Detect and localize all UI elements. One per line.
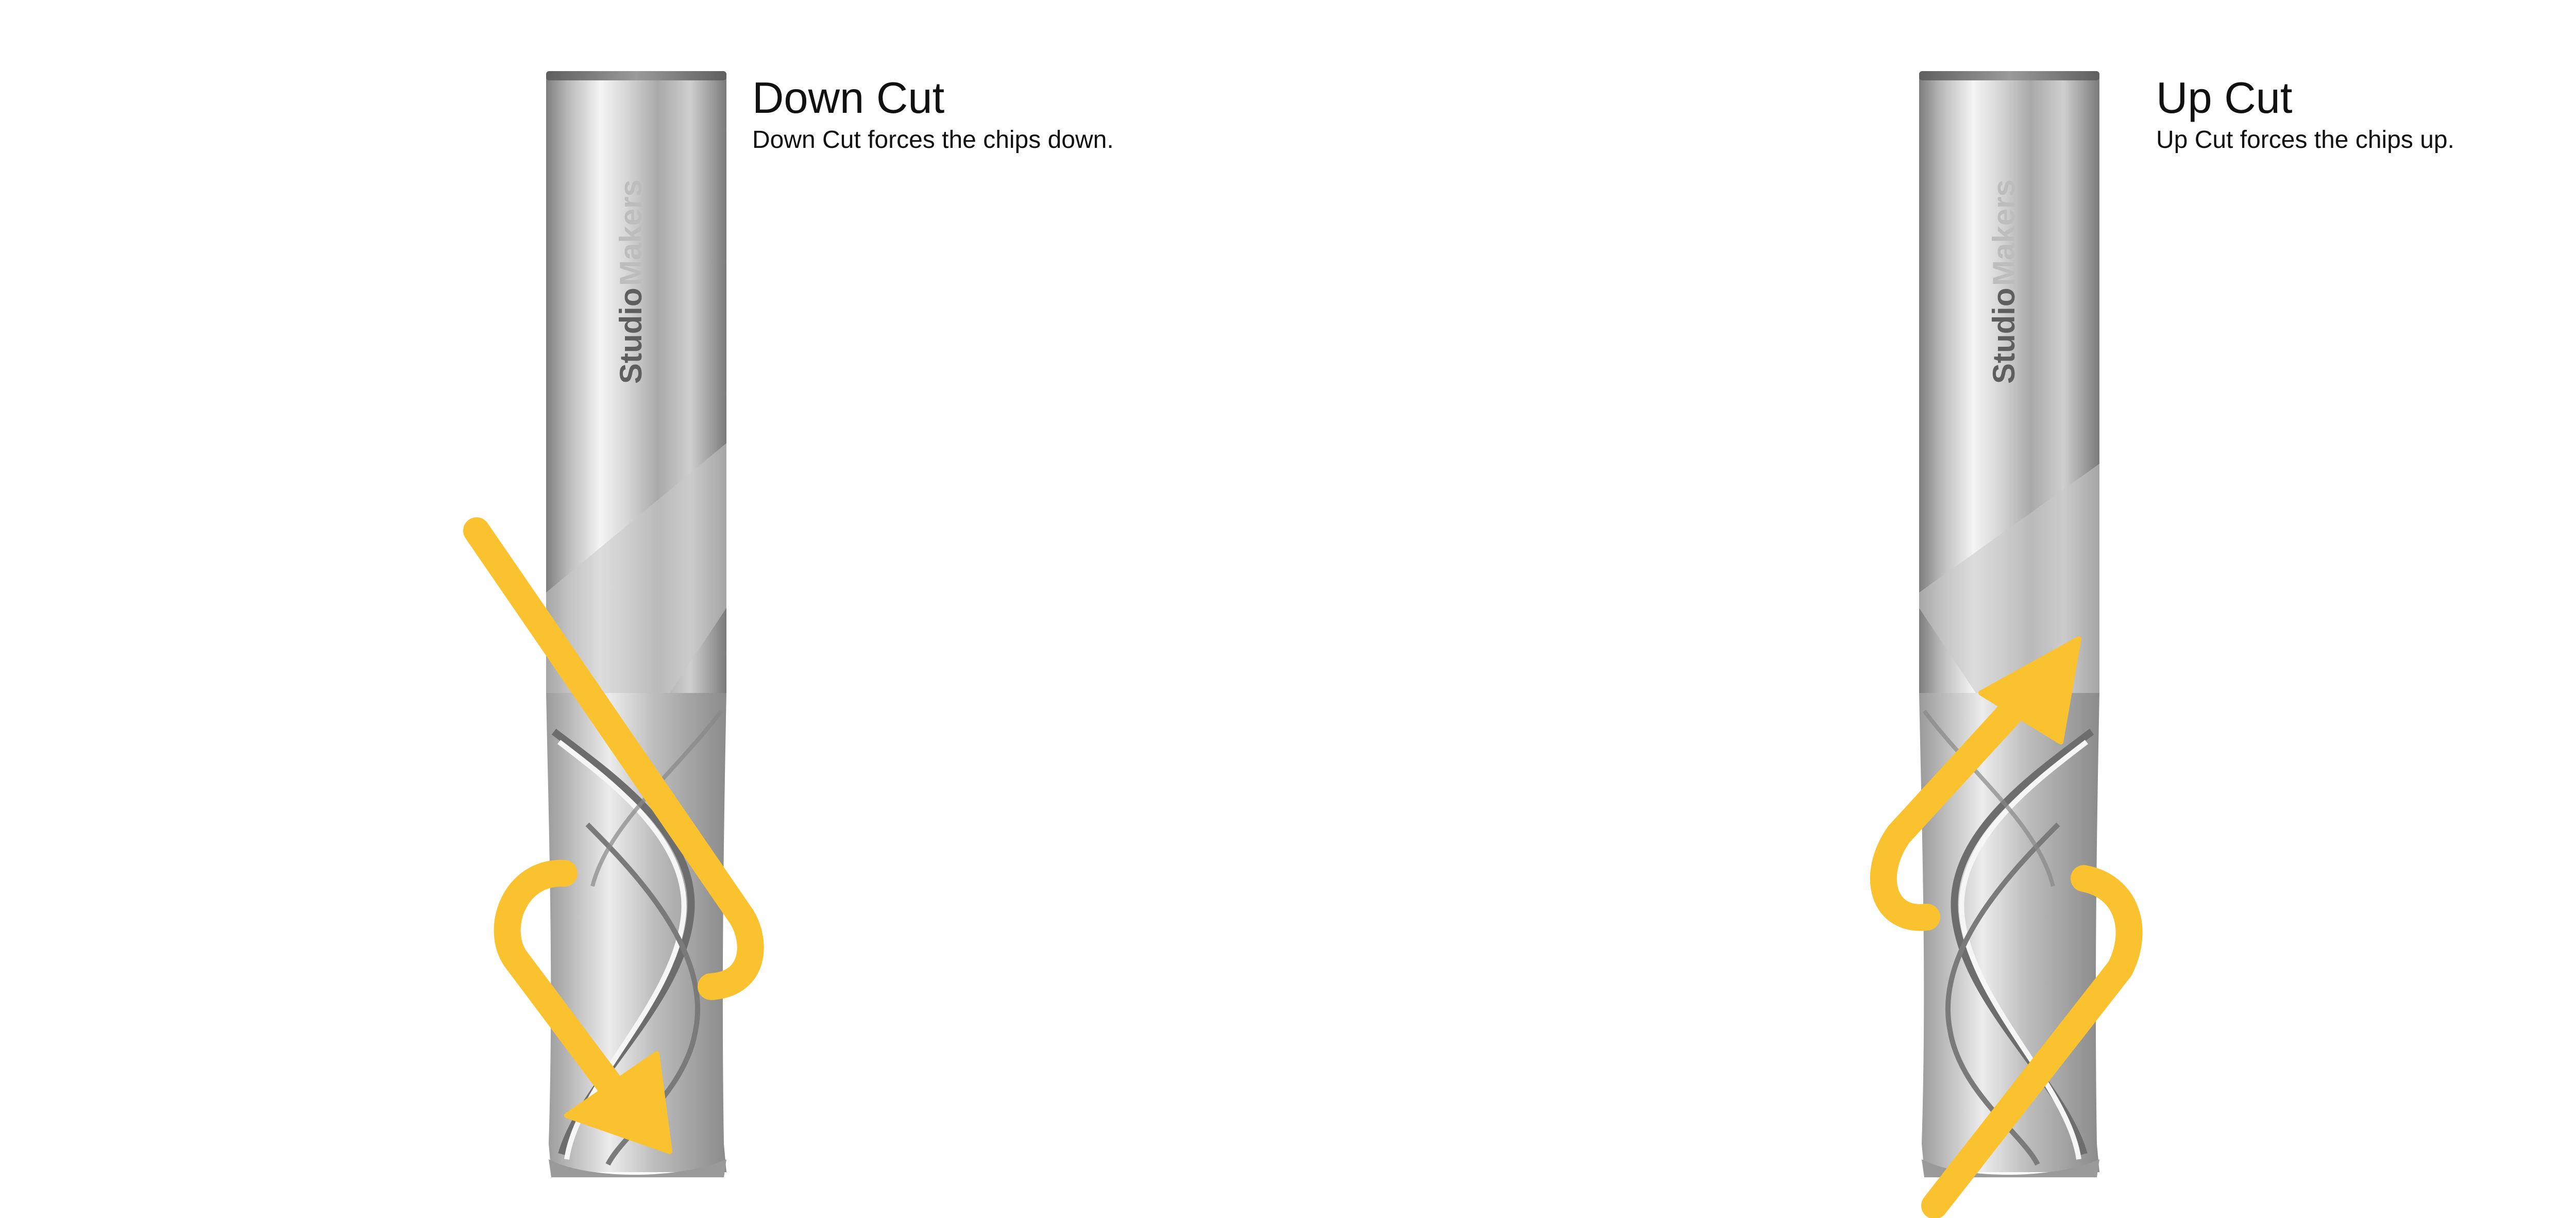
bit-brand-logo: Studio Makers <box>1987 179 2021 384</box>
down-cut-illustration: Studio Makers <box>463 71 764 1177</box>
curved-arrow-icon <box>1870 636 2143 1218</box>
bit-brand-logo: Studio Makers <box>614 179 648 384</box>
router-bit: Studio Makers <box>1919 71 2099 1177</box>
svg-text:Studio: Studio <box>1987 287 2021 384</box>
bit-flute-highlight <box>557 740 687 1160</box>
bit-shank-top <box>546 71 726 80</box>
bit-shank-top <box>1919 71 2099 80</box>
bit-transition <box>546 443 726 693</box>
panel-description: Down Cut forces the chips down. <box>752 126 1114 154</box>
bit-tip <box>549 1159 726 1177</box>
up-cut-panel: Studio Makers Up Cut Up Cut forces the c… <box>1826 0 2548 1218</box>
svg-text:Makers: Makers <box>1987 179 2021 286</box>
bit-transition <box>1919 464 2099 693</box>
curved-arrow-icon <box>463 517 764 1154</box>
panel-title: Down Cut <box>752 74 945 123</box>
router-bit: Studio Makers <box>546 71 726 1177</box>
svg-text:Makers: Makers <box>614 179 648 286</box>
up-cut-illustration: Studio Makers <box>1870 71 2143 1218</box>
bit-flute-edge-3 <box>1922 709 2055 887</box>
bit-flute-highlight <box>1959 740 2089 1160</box>
svg-text:Studio: Studio <box>614 287 648 384</box>
panel-title: Up Cut <box>2156 74 2293 123</box>
down-cut-panel: Studio Makers Down Cut Down Cut forces t… <box>453 0 1175 1218</box>
panel-description: Up Cut forces the chips up. <box>2156 126 2454 154</box>
